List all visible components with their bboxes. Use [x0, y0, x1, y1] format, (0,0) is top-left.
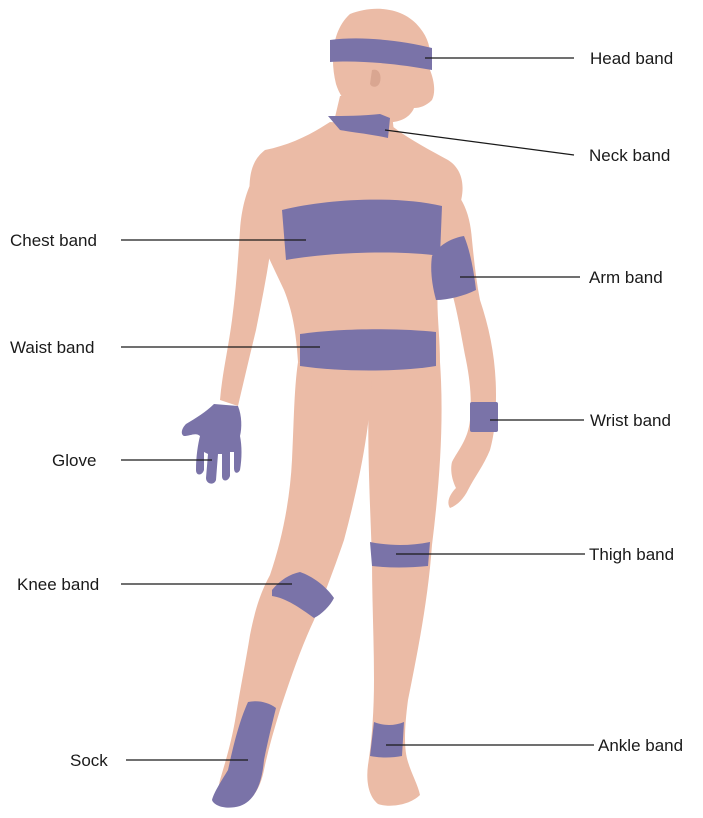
thigh-band-label: Thigh band	[589, 545, 674, 564]
chest-band-shape	[282, 200, 442, 260]
glove-label: Glove	[52, 451, 96, 470]
ankle-band-label: Ankle band	[598, 736, 683, 755]
wrist-band-shape	[470, 402, 498, 432]
thigh-band-shape	[370, 542, 430, 568]
sock-label: Sock	[70, 751, 108, 770]
knee-band-label: Knee band	[17, 575, 99, 594]
glove-shape	[182, 404, 242, 484]
ankle-band-shape	[370, 722, 404, 758]
chest-band-label: Chest band	[10, 231, 97, 250]
head-band-label: Head band	[590, 49, 673, 68]
wrist-band-label: Wrist band	[590, 411, 671, 430]
waist-band-shape	[300, 329, 436, 370]
waist-band-label: Waist band	[10, 338, 94, 357]
arm-band-label: Arm band	[589, 268, 663, 287]
neck-band-label: Neck band	[589, 146, 670, 165]
